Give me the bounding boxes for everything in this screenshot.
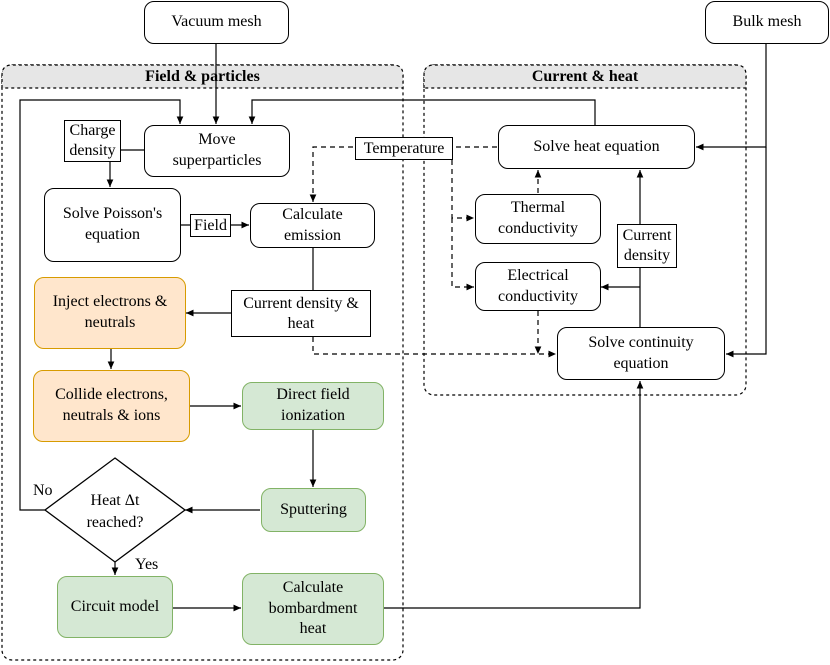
edge-label-yes: Yes xyxy=(135,556,159,573)
decision-label: Heat Δt reached? xyxy=(86,492,144,531)
edge-bulk-to-continuity xyxy=(726,147,767,358)
edge-heat-to-move xyxy=(248,99,596,125)
edge-bombardment-to-continuity xyxy=(384,381,644,609)
node-bulk-mesh: Bulk mesh xyxy=(705,1,829,44)
node-thermal-conductivity: Thermal conductivity xyxy=(475,194,601,244)
decision-diamond xyxy=(43,457,187,563)
node-bombardment-heat: Calculate bombardment heat xyxy=(242,573,384,645)
node-solve-continuity: Solve continuity equation xyxy=(557,327,725,380)
group-header-current-heat xyxy=(423,64,747,89)
group-header-field-particles xyxy=(1,64,404,89)
edge-temperature-to-electrical xyxy=(451,218,474,291)
node-electrical-conductivity: Electrical conductivity xyxy=(475,262,601,311)
edge-label-temperature: Temperature xyxy=(355,137,453,160)
node-sputtering: Sputtering xyxy=(261,488,366,532)
edge-label-field: Field xyxy=(190,214,231,237)
node-direct-field-ionization: Direct field ionization xyxy=(242,382,384,430)
node-circuit-model: Circuit model xyxy=(57,576,173,638)
group-title-field-particles: Field & particles xyxy=(145,67,260,85)
node-collide: Collide electrons, neutrals & ions xyxy=(33,370,190,442)
node-solve-poisson: Solve Poisson's equation xyxy=(44,188,181,262)
group-title-current-heat: Current & heat xyxy=(531,67,639,85)
node-calculate-emission: Calculate emission xyxy=(250,203,375,248)
edge-decision-no xyxy=(19,99,184,511)
edge-bulk-to-heat xyxy=(696,44,767,151)
edge-current-heat-to-continuity xyxy=(312,337,556,358)
node-vacuum-mesh: Vacuum mesh xyxy=(144,1,289,44)
node-inject: Inject electrons & neutrals xyxy=(34,277,186,349)
node-move-superparticles: Move superparticles xyxy=(144,125,290,177)
edge-heat-temperature xyxy=(309,146,497,202)
edge-label-no: No xyxy=(33,482,53,499)
edge-temperature-to-thermal xyxy=(451,160,474,222)
node-solve-heat: Solve heat equation xyxy=(498,125,695,169)
edge-label-current-density: Current density xyxy=(617,224,677,268)
edge-label-current-density-heat: Current density & heat xyxy=(231,290,371,337)
group-frame-field-particles xyxy=(1,64,404,661)
edge-label-charge-density: Charge density xyxy=(64,120,121,162)
